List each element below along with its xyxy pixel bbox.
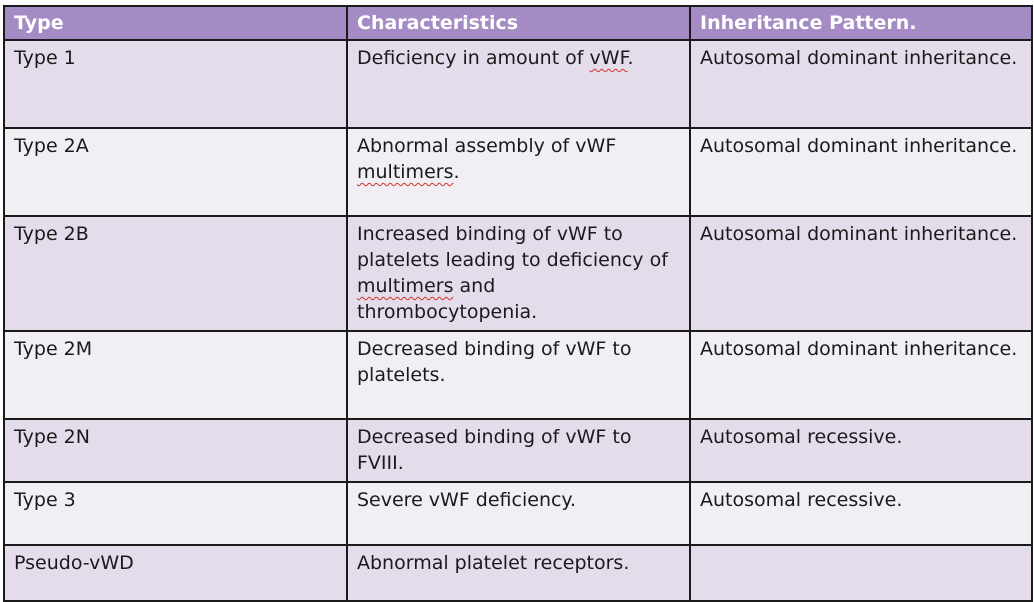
spellcheck-flagged-word: multimers — [357, 161, 454, 183]
cell-type[interactable]: Type 2B — [3, 215, 348, 332]
table-row: Type 3 Severe vWF deficiency. Autosomal … — [3, 481, 1033, 546]
cell-inheritance[interactable]: Autosomal dominant inheritance. — [689, 330, 1033, 420]
cell-inheritance[interactable]: Autosomal dominant inheritance. — [689, 127, 1033, 217]
header-type: Type — [3, 5, 348, 41]
cell-type[interactable]: Pseudo-vWD — [3, 544, 348, 602]
cell-type[interactable]: Type 1 — [3, 39, 348, 129]
table-row: Type 1 Deficiency in amount of vWF. Auto… — [3, 39, 1033, 129]
cell-type[interactable]: Type 2N — [3, 418, 348, 483]
cell-inheritance[interactable]: Autosomal recessive. — [689, 481, 1033, 546]
table-header-row: Type Characteristics Inheritance Pattern… — [3, 5, 1033, 41]
cell-inheritance[interactable]: Autosomal dominant inheritance. — [689, 215, 1033, 332]
table-row: Type 2B Increased binding of vWF to plat… — [3, 215, 1033, 332]
cell-type[interactable]: Type 2M — [3, 330, 348, 420]
table-row: Type 2N Decreased binding of vWF to FVII… — [3, 418, 1033, 483]
header-inheritance-pattern: Inheritance Pattern. — [689, 5, 1033, 41]
cell-type[interactable]: Type 2A — [3, 127, 348, 217]
header-characteristics: Characteristics — [346, 5, 691, 41]
cell-characteristics[interactable]: Decreased binding of vWF to platelets. — [346, 330, 691, 420]
cell-characteristics[interactable]: Decreased binding of vWF to FVIII. — [346, 418, 691, 483]
text-segment: and thrombocytopenia. — [357, 275, 538, 323]
cell-characteristics[interactable]: Abnormal assembly of vWF multimers. — [346, 127, 691, 217]
table-row: Type 2A Abnormal assembly of vWF multime… — [3, 127, 1033, 217]
text-segment: . — [627, 47, 634, 69]
cell-type[interactable]: Type 3 — [3, 481, 348, 546]
cell-inheritance[interactable]: Autosomal dominant inheritance. — [689, 39, 1033, 129]
text-segment: Increased binding of vWF to platelets le… — [357, 223, 668, 271]
cell-inheritance-empty[interactable] — [689, 544, 1033, 602]
spellcheck-flagged-word: multimers — [357, 275, 454, 297]
spellcheck-flagged-word: vWF — [589, 47, 628, 69]
table-row: Pseudo-vWD Abnormal platelet receptors. — [3, 544, 1033, 602]
cell-characteristics[interactable]: Severe vWF deficiency. — [346, 481, 691, 546]
cell-characteristics[interactable]: Deficiency in amount of vWF. — [346, 39, 691, 129]
text-segment: . — [453, 161, 460, 183]
cell-characteristics[interactable]: Abnormal platelet receptors. — [346, 544, 691, 602]
cell-characteristics[interactable]: Increased binding of vWF to platelets le… — [346, 215, 691, 332]
text-segment: Deficiency in amount of — [357, 47, 590, 69]
table-row: Type 2M Decreased binding of vWF to plat… — [3, 330, 1033, 420]
text-segment: Abnormal assembly of vWF — [357, 135, 617, 157]
vwd-types-table-container: Type Characteristics Inheritance Pattern… — [3, 5, 1033, 602]
cell-inheritance[interactable]: Autosomal recessive. — [689, 418, 1033, 483]
vwd-types-table: Type Characteristics Inheritance Pattern… — [3, 5, 1033, 602]
